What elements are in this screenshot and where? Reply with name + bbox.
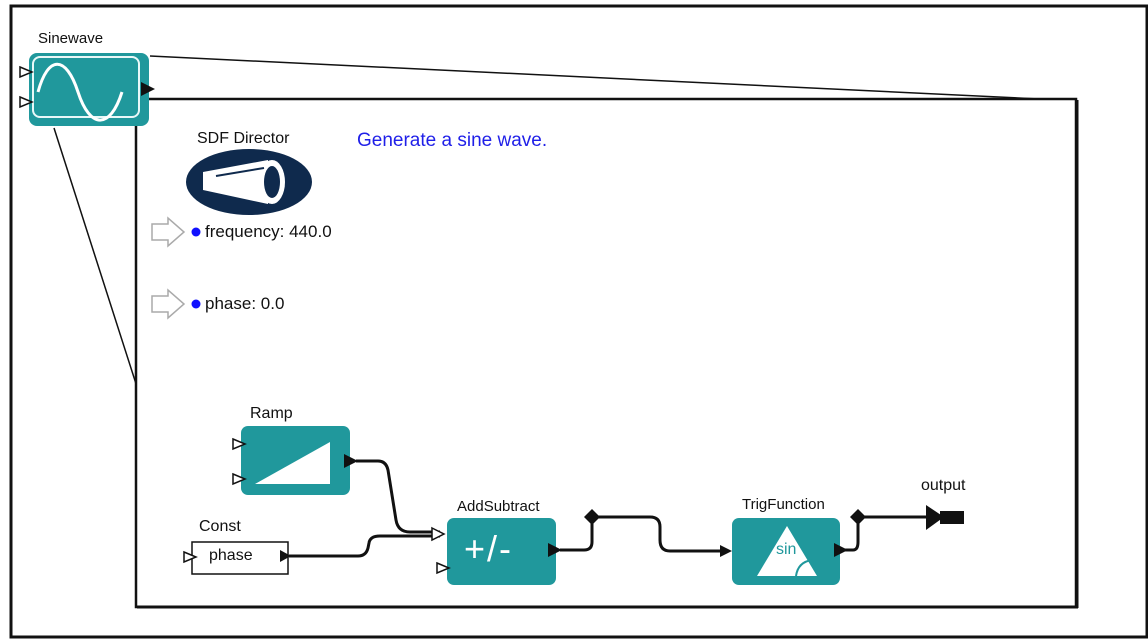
outer-frame <box>9 4 1148 639</box>
wire-ramp-add <box>356 459 440 534</box>
director-label: SDF Director <box>197 130 290 147</box>
port-arrow-icon <box>151 216 186 248</box>
zoom-line-left <box>53 127 139 391</box>
sine-wave-icon <box>36 62 124 122</box>
zoom-line-top <box>149 55 1061 101</box>
port-arrow-icon <box>151 288 186 320</box>
const-actor[interactable] <box>183 541 291 575</box>
sinewave-input-port-1 <box>19 65 34 79</box>
output-port[interactable] <box>926 505 964 530</box>
param-frequency-port[interactable] <box>151 216 201 248</box>
sinewave-input-port-2 <box>19 95 34 109</box>
param-phase-port[interactable] <box>151 288 201 320</box>
output-label: output <box>921 477 966 494</box>
sinewave-actor[interactable] <box>19 53 155 126</box>
add-subtract-actor[interactable] <box>436 518 562 585</box>
sdf-director-icon[interactable] <box>186 149 312 215</box>
wire-add-relation <box>560 518 594 552</box>
relation-diamond-2[interactable] <box>850 509 866 525</box>
ramp-actor[interactable] <box>232 426 358 495</box>
sinewave-label: Sinewave <box>38 30 104 47</box>
const-value: phase <box>209 547 253 564</box>
wire-const-add <box>289 534 440 558</box>
trig-function-label: TrigFunction <box>742 496 825 513</box>
add-subtract-symbol: +/- <box>464 528 514 569</box>
ramp-icon <box>255 442 330 484</box>
add-subtract-label: AddSubtract <box>457 498 540 515</box>
trig-function-text: sin <box>776 541 797 558</box>
wire-trig-relation <box>843 517 860 552</box>
trig-function-actor[interactable] <box>732 518 848 585</box>
wire-relation-trig <box>592 515 722 553</box>
sinewave-output-port <box>141 82 155 96</box>
param-phase[interactable]: phase: 0.0 <box>205 294 285 313</box>
connections <box>289 459 928 558</box>
param-frequency[interactable]: frequency: 440.0 <box>205 222 332 241</box>
const-label: Const <box>199 518 241 535</box>
annotation-text: Generate a sine wave. <box>357 130 548 151</box>
ramp-label: Ramp <box>250 405 293 422</box>
relation-diamond-1[interactable] <box>584 509 600 525</box>
